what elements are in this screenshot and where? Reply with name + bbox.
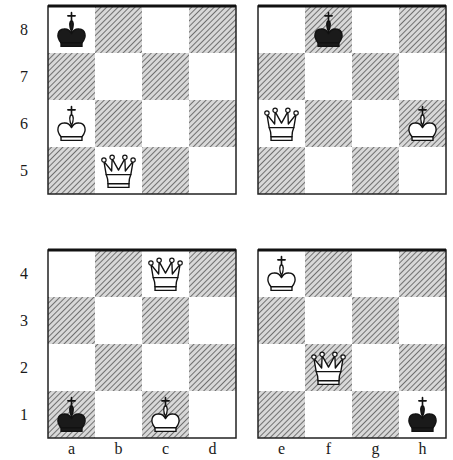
rank-number: 2 [20, 360, 28, 376]
file-letter: b [115, 441, 123, 457]
rank-number: 6 [20, 116, 28, 132]
file-letter: h [419, 441, 427, 457]
rank-number: 8 [20, 22, 28, 38]
file-letter: e [278, 441, 285, 457]
file-letter: f [326, 441, 331, 457]
rank-number: 5 [20, 163, 28, 179]
rank-number: 3 [20, 313, 28, 329]
file-letter: g [372, 441, 380, 457]
rank-number: 7 [20, 69, 28, 85]
rank-number: 4 [20, 266, 28, 282]
rank-number: 1 [20, 407, 28, 423]
file-letter: c [162, 441, 169, 457]
file-letter: a [68, 441, 75, 457]
file-letter: d [209, 441, 217, 457]
